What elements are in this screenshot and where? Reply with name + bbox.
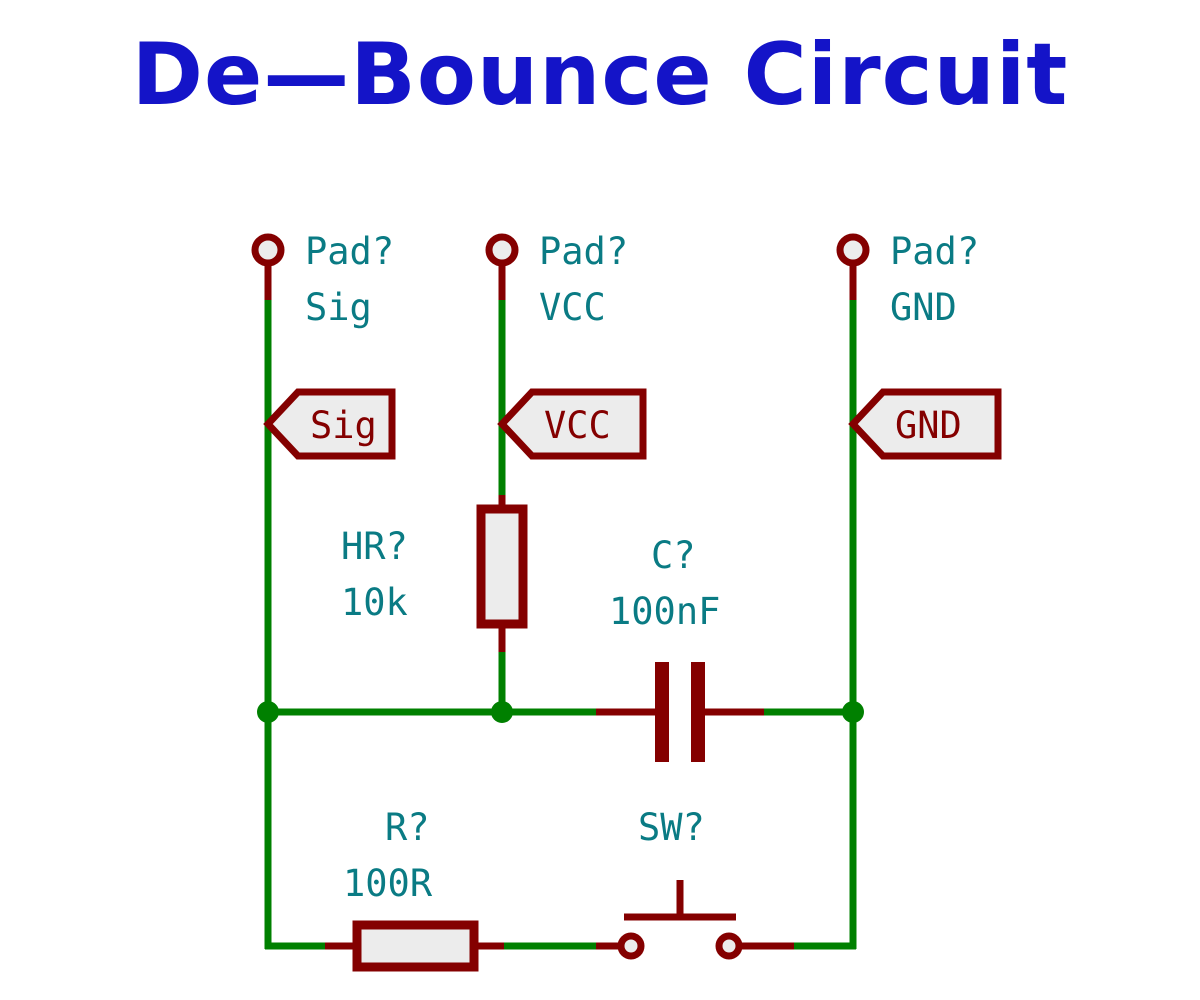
pad-gnd-netname: GND	[890, 286, 957, 329]
junction-dots	[257, 701, 864, 723]
resistor-r-body-icon[interactable]	[352, 920, 479, 972]
pad-vcc-designator: Pad?	[539, 230, 628, 273]
junction-dot-sig	[257, 701, 279, 723]
switch-contact-right-icon[interactable]	[715, 932, 743, 960]
net-label-gnd-text: GND	[895, 404, 962, 447]
switch-designator: SW?	[638, 806, 705, 849]
resistor-hr-designator: HR?	[341, 525, 408, 568]
net-label-vcc[interactable]: VCC	[497, 388, 647, 460]
net-label-flag-icon[interactable]	[848, 388, 1002, 460]
junction-dot-vcc	[491, 701, 513, 723]
component-capacitor-c[interactable]: C? 100nF	[596, 534, 764, 762]
pad-circle-icon[interactable]	[836, 233, 870, 267]
net-label-flag-icon[interactable]	[263, 388, 396, 460]
switch-contact-left-icon[interactable]	[617, 932, 645, 960]
pad-gnd-designator: Pad?	[890, 230, 979, 273]
resistor-r-value: 100R	[343, 862, 433, 905]
pad-sig-designator: Pad?	[305, 230, 394, 273]
page-title: De—Bounce Circuit	[131, 25, 1069, 125]
component-resistor-r[interactable]: R? 100R	[325, 806, 504, 972]
pad-sig[interactable]: Pad? Sig	[251, 230, 394, 329]
pad-vcc[interactable]: Pad? VCC	[485, 230, 628, 329]
pad-gnd[interactable]: Pad? GND	[836, 230, 979, 329]
net-label-sig[interactable]: Sig	[263, 388, 396, 460]
net-wires	[264, 298, 857, 950]
resistor-hr-body-icon[interactable]	[476, 504, 528, 629]
capacitor-value: 100nF	[609, 590, 720, 633]
net-label-flag-icon[interactable]	[497, 388, 647, 460]
pad-sig-netname: Sig	[305, 286, 372, 329]
net-label-vcc-text: VCC	[544, 404, 611, 447]
resistor-hr-value: 10k	[341, 581, 408, 624]
component-switch-sw[interactable]: SW?	[596, 806, 794, 960]
junction-dot-gnd	[842, 701, 864, 723]
component-resistor-hr[interactable]: HR? 10k	[341, 495, 528, 652]
pad-circle-icon[interactable]	[251, 233, 285, 267]
resistor-r-designator: R?	[385, 806, 430, 849]
net-label-gnd[interactable]: GND	[848, 388, 1002, 460]
capacitor-designator: C?	[651, 534, 696, 577]
pad-vcc-netname: VCC	[539, 286, 606, 329]
net-label-sig-text: Sig	[310, 404, 377, 447]
schematic-title-bar: De—Bounce Circuit	[0, 0, 1200, 150]
pad-circle-icon[interactable]	[485, 233, 519, 267]
